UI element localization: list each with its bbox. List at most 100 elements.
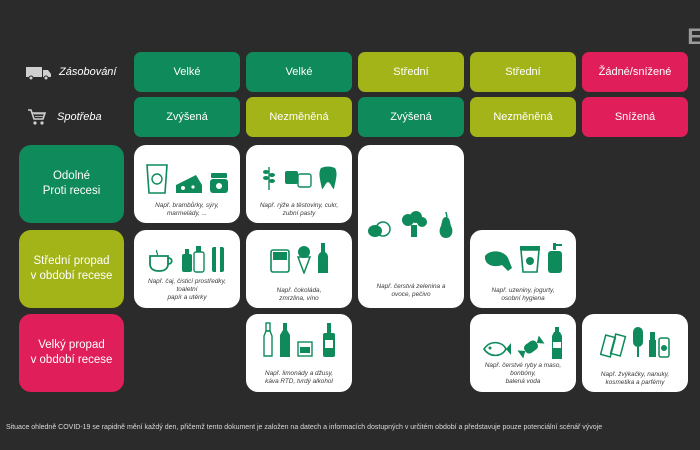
consumption-row-label: Spotřeba	[57, 111, 102, 123]
cheese-icon	[176, 175, 202, 193]
cleaner-bottles-icon	[182, 246, 205, 273]
card-treats: Např. čokoláda, zmrzlina, víno	[246, 230, 352, 308]
teacup-icon	[149, 249, 173, 272]
card-fresh-meat-caption-line3: balená voda	[505, 378, 541, 385]
card-deli-hygiene-icons	[470, 242, 576, 274]
card-household-icons	[134, 244, 240, 274]
category-medium-drop-line2: v období recese	[30, 270, 113, 282]
category-medium-drop: Střední propad v období recese	[19, 230, 124, 308]
card-fresh-meat-icons	[470, 326, 576, 360]
card-fresh-produce-icons	[358, 209, 464, 239]
card-staples-caption: Např. rýže a těstoviny, cukr, zubní past…	[250, 202, 348, 218]
soap-dispenser-icon	[548, 243, 562, 273]
soda-bottle-icon	[263, 322, 273, 357]
crackers-icon	[285, 171, 312, 188]
card-impulse-caption-line1: Např. žvýkačky, nanuky,	[600, 371, 670, 378]
chocolate-icon	[270, 249, 290, 273]
ham-icon	[484, 251, 512, 271]
paper-roll-icon	[212, 247, 224, 272]
consumption-cell-5: Snížená	[582, 97, 688, 137]
category-large-drop-line2: v období recese	[30, 354, 113, 366]
supply-cell-5: Žádné/snížené	[582, 52, 688, 92]
consumption-cell-2: Nezměněná	[246, 97, 352, 137]
card-deli-hygiene: Např. uzeniny, jogurty, osobní hygiena	[470, 230, 576, 308]
card-household-caption: Např. čaj, čisticí prostředky, toaletní …	[138, 278, 236, 302]
card-household: Např. čaj, čisticí prostředky, toaletní …	[134, 230, 240, 308]
bread-icon	[368, 221, 391, 237]
jam-jar-icon	[210, 173, 228, 193]
liquor-bottle-icon	[323, 323, 335, 357]
card-snacks-icons	[134, 163, 240, 195]
card-household-caption-line3: papír a utěrky	[167, 294, 207, 301]
card-impulse-caption-line2: kosmetika a parfémy	[605, 379, 665, 386]
card-staples: Např. rýže a těstoviny, cukr, zubní past…	[246, 145, 352, 223]
card-household-caption-line1: Např. čaj, čisticí prostředky,	[147, 278, 226, 285]
consumption-cell-4: Nezměněná	[470, 97, 576, 137]
wine-bottle-icon	[318, 243, 328, 273]
category-resilient: Odolné Proti recesi	[19, 145, 124, 223]
card-fresh-produce-caption-line2: ovoce, pečivo	[391, 291, 431, 298]
card-fresh-meat-caption-line2: bonbóny,	[510, 370, 536, 377]
chewing-gum-icon	[600, 333, 627, 358]
card-snacks: Např. brambůrky, sýry, marmelády, ...	[134, 145, 240, 223]
tooth-icon	[319, 166, 337, 189]
card-beverages-caption: Např. limonády a džusy, káva RTD, tvrdý …	[250, 370, 348, 386]
card-snacks-caption-line2: marmelády, ...	[166, 210, 207, 217]
yogurt-icon	[520, 246, 540, 273]
cosmetics-icon	[649, 332, 670, 358]
pear-icon	[439, 211, 453, 238]
shopping-cart-icon	[28, 109, 47, 125]
card-beverages-icons	[246, 322, 352, 358]
corner-letter: E	[687, 24, 700, 49]
card-fresh-meat: Např. čerstvé ryby a maso, bonbóny, bale…	[470, 314, 576, 392]
category-resilient-line1: Odolné	[52, 170, 91, 182]
chips-bag-icon	[146, 164, 168, 194]
category-large-drop-line1: Velký propad	[38, 339, 105, 351]
card-treats-caption-line2: zmrzlina, víno	[279, 295, 319, 302]
candy-icon	[517, 335, 545, 359]
water-bottle-icon	[552, 327, 562, 359]
ice-cream-icon	[296, 246, 312, 274]
supply-row-label: Zásobování	[59, 66, 117, 78]
card-deli-hygiene-caption-line2: osobní hygiena	[501, 295, 545, 302]
card-fresh-produce-caption: Např. čerstvá zelenina a ovoce, pečivo	[362, 283, 460, 299]
card-impulse: Např. žvýkačky, nanuky, kosmetika a parf…	[582, 314, 688, 392]
card-deli-hygiene-caption: Např. uzeniny, jogurty, osobní hygiena	[474, 287, 572, 303]
category-medium-drop-line1: Střední propad	[33, 255, 110, 267]
category-large-drop: Velký propad v období recese	[19, 314, 124, 392]
card-fresh-meat-caption-line1: Např. čerstvé ryby a maso,	[484, 362, 562, 369]
juice-bottle-icon	[280, 323, 290, 357]
card-beverages: Např. limonády a džusy, káva RTD, tvrdý …	[246, 314, 352, 392]
category-resilient-line2: Proti recesi	[42, 185, 101, 197]
card-treats-caption-line1: Např. čokoláda,	[276, 287, 322, 294]
card-treats-caption: Např. čokoláda, zmrzlina, víno	[250, 287, 348, 303]
card-impulse-icons	[582, 326, 688, 358]
card-beverages-caption-line1: Např. limonády a džusy,	[264, 370, 334, 377]
popsicle-icon	[633, 327, 643, 357]
truck-icon	[26, 67, 51, 81]
card-impulse-caption: Např. žvýkačky, nanuky, kosmetika a parf…	[586, 371, 684, 387]
card-fresh-meat-caption: Např. čerstvé ryby a maso, bonbóny, bale…	[474, 362, 572, 386]
card-snacks-caption-line1: Např. brambůrky, sýry,	[155, 202, 219, 209]
footer-disclaimer: Situace ohledně COVID-19 se rapidně mění…	[6, 424, 603, 431]
coffee-can-icon	[297, 341, 313, 357]
supply-cell-2: Velké	[246, 52, 352, 92]
card-fresh-produce: Např. čerstvá zelenina a ovoce, pečivo	[358, 145, 464, 308]
wheat-icon	[263, 167, 275, 190]
card-snacks-caption: Např. brambůrky, sýry, marmelády, ...	[138, 202, 236, 218]
supply-cell-3: Střední	[358, 52, 464, 92]
fish-icon	[483, 341, 511, 357]
card-fresh-produce-caption-line1: Např. čerstvá zelenina a	[376, 283, 446, 290]
card-deli-hygiene-caption-line1: Např. uzeniny, jogurty,	[491, 287, 555, 294]
card-staples-caption-line2: zubní pasty	[282, 210, 316, 217]
supply-row-icon	[26, 66, 52, 85]
consumption-cell-3: Zvýšená	[358, 97, 464, 137]
supply-cell-4: Střední	[470, 52, 576, 92]
card-staples-icons	[246, 163, 352, 191]
card-treats-icons	[246, 242, 352, 274]
card-staples-caption-line1: Např. rýže a těstoviny, cukr,	[259, 202, 339, 209]
supply-cell-1: Velké	[134, 52, 240, 92]
consumption-row-icon	[28, 109, 47, 130]
broccoli-icon	[402, 211, 427, 237]
consumption-cell-1: Zvýšená	[134, 97, 240, 137]
